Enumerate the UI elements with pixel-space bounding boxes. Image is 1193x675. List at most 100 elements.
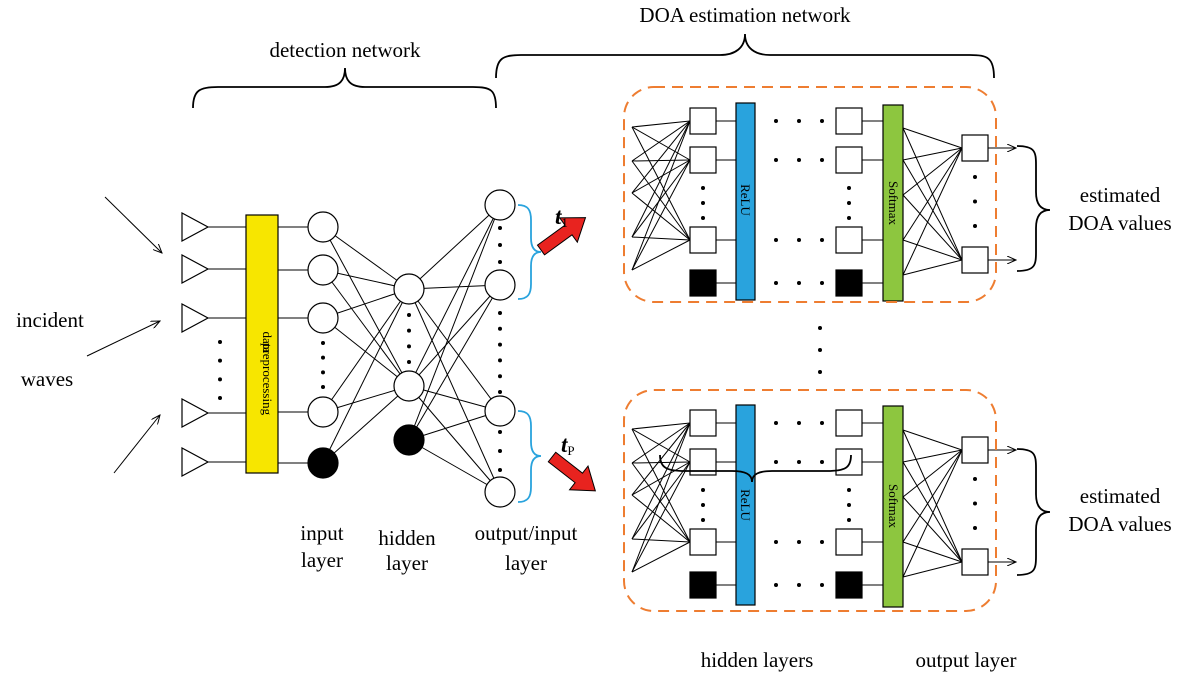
connection-line (322, 288, 410, 413)
connection-line (322, 385, 410, 464)
hidden-neuron (689, 528, 717, 556)
input-layer-label-2: layer (301, 548, 343, 572)
ellipsis-dot (218, 396, 222, 400)
antenna-icon (181, 211, 210, 243)
softmax-bar-bottom (882, 405, 904, 608)
hidden-neuron (835, 107, 863, 135)
ellipsis-dot (774, 158, 778, 162)
connection-line (631, 120, 691, 271)
input-node (307, 254, 339, 286)
relu-text-top: ReLU (738, 184, 753, 216)
ellipsis-dot (847, 518, 851, 522)
output-input-layer-label-2: layer (505, 551, 547, 575)
preprocessing-text: data preprocessing (260, 332, 275, 416)
doa-values-label-bottom: DOA values (1068, 512, 1171, 536)
tp-sub: P (567, 443, 574, 458)
ellipsis-dot (498, 449, 502, 453)
doa-subnet-box-top (623, 86, 997, 303)
connection-line (631, 422, 691, 464)
detection-network-label: detection network (269, 38, 421, 62)
connection-line (902, 561, 963, 578)
connection-line (902, 127, 963, 149)
ellipsis-dot (407, 344, 411, 349)
relu-bar-top (735, 102, 756, 301)
hidden-layer-label-1: hidden (378, 526, 436, 550)
ellipsis-dot (973, 477, 977, 481)
connection-line (902, 159, 963, 261)
output-neuron (961, 134, 989, 162)
hidden-layers-label: hidden layers (701, 648, 814, 672)
preprocessing-bar (245, 214, 279, 474)
red-arrow-t1 (536, 217, 587, 256)
hidden-layers-brace (659, 454, 852, 483)
t1-label: t1 (555, 204, 568, 230)
ellipsis-dot (701, 216, 705, 220)
connection-line (408, 410, 501, 441)
ellipsis-dot (407, 328, 411, 333)
hidden-neuron (689, 409, 717, 437)
connection-line (902, 461, 963, 563)
ellipsis-dot (797, 119, 801, 123)
ellipsis-dot (498, 260, 502, 264)
connection-lines (208, 120, 1016, 586)
connection-line (631, 494, 691, 543)
antenna-icon (181, 302, 210, 334)
network-nodes (307, 107, 989, 599)
hidden-layer-label-2: layer (386, 551, 428, 575)
ellipsis-dot (774, 119, 778, 123)
tp-main: t (561, 432, 568, 457)
t1-sub: 1 (561, 215, 568, 230)
connection-line (322, 226, 410, 290)
ellipsis-dot (820, 281, 824, 285)
ellipsis-dot (820, 583, 824, 587)
ellipsis-dot (797, 460, 801, 464)
ellipsis-dot (774, 281, 778, 285)
ellipsis-dot (797, 540, 801, 544)
antenna-icon (181, 253, 210, 285)
ellipsis-dot (701, 186, 705, 190)
connection-line (408, 288, 501, 412)
incident-wave-arrows (86, 196, 162, 474)
connection-line (631, 422, 691, 573)
input-layer-label-1: input (300, 521, 343, 545)
ellipsis-dot (797, 281, 801, 285)
red-arrow-tp (547, 451, 597, 492)
ellipsis-dot (498, 390, 502, 394)
detection-network-brace (192, 67, 497, 109)
antenna-array (181, 211, 210, 478)
output-node (484, 269, 516, 301)
output-group-brace-bottom (517, 410, 542, 503)
connection-line (631, 159, 691, 238)
braces (192, 33, 1051, 576)
input-node (307, 396, 339, 428)
doa-network-brace (495, 33, 995, 79)
connection-line (902, 449, 963, 543)
hidden-node (393, 370, 425, 402)
ellipsis-dot (701, 503, 705, 507)
ellipsis-dot (797, 421, 801, 425)
connection-line (322, 269, 410, 387)
ellipsis-dot (818, 370, 822, 374)
ellipsis-dot (973, 526, 977, 530)
tp-label: tP (561, 432, 575, 458)
hidden-bias-neuron (689, 571, 717, 599)
ellipsis-dot (774, 238, 778, 242)
output-brace-top (1016, 145, 1051, 272)
ellipsis-dot (847, 186, 851, 190)
hidden-bias-neuron (835, 269, 863, 297)
hidden-neuron (835, 226, 863, 254)
output-group-brace-top (517, 204, 542, 300)
connection-line (902, 239, 963, 261)
antenna-icon (181, 446, 210, 478)
input-node (307, 211, 339, 243)
ellipsis-dot (218, 358, 222, 363)
doa-network-label: DOA estimation network (639, 3, 851, 27)
connection-line (902, 259, 963, 276)
ellipsis-dot (701, 518, 705, 522)
softmax-text-top: Softmax (886, 181, 901, 226)
ellipsis-dot (818, 348, 822, 352)
ellipsis-dot (498, 430, 502, 434)
connection-line (902, 147, 963, 276)
hidden-neuron (835, 528, 863, 556)
ellipsis-dots (218, 119, 977, 587)
